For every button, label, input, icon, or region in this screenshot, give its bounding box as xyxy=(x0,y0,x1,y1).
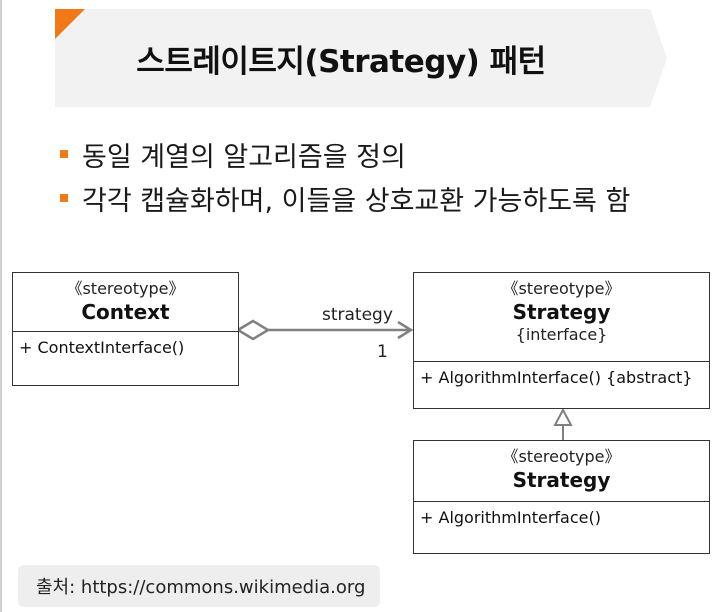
strategy-interface-tag: {interface} xyxy=(515,325,608,344)
strategy-concrete-name: Strategy xyxy=(512,468,611,492)
bullet-item: 각각 캡슐화하며, 이들을 상호교환 가능하도록 함 xyxy=(60,176,630,220)
bullet-text: 각각 캡슐화하며, 이들을 상호교환 가능하도록 함 xyxy=(82,185,631,217)
title-banner: 스트레이트지(Strategy) 패턴 xyxy=(55,9,667,107)
strategy-interface-stereotype: 《stereotype》 xyxy=(502,279,621,298)
context-class: 《stereotype》 Context + ContextInterface(… xyxy=(12,272,239,386)
bullet-item: 동일 계열의 알고리즘을 정의 xyxy=(60,132,630,176)
page-title: 스트레이트지(Strategy) 패턴 xyxy=(136,43,546,80)
association-multiplicity-label: 1 xyxy=(377,342,388,362)
strategy-concrete-stereotype: 《stereotype》 xyxy=(502,447,621,466)
bullet-list: 동일 계열의 알고리즘을 정의 각각 캡슐화하며, 이들을 상호교환 가능하도록… xyxy=(60,132,630,220)
context-name: Context xyxy=(81,300,170,324)
source-caption: 출처: https://commons.wikimedia.org xyxy=(18,565,380,607)
context-operation: + ContextInterface() xyxy=(19,338,185,357)
association-role-label: strategy xyxy=(322,305,393,325)
association-arrowhead-icon xyxy=(397,320,414,340)
strategy-concrete-class: 《stereotype》 Strategy + AlgorithmInterfa… xyxy=(413,440,710,554)
bullet-text: 동일 계열의 알고리즘을 정의 xyxy=(82,141,406,173)
bullet-square-icon xyxy=(60,150,68,158)
strategy-interface-operation: + AlgorithmInterface() {abstract} xyxy=(420,368,693,387)
strategy-interface-name: Strategy xyxy=(512,300,611,324)
generalization-triangle-icon xyxy=(553,407,573,426)
page-left-rule xyxy=(0,0,2,612)
context-stereotype: 《stereotype》 xyxy=(66,279,185,298)
banner-corner-accent xyxy=(55,9,85,39)
strategy-concrete-operation: + AlgorithmInterface() xyxy=(420,508,601,527)
banner-shape xyxy=(55,9,667,107)
strategy-interface-class: 《stereotype》 Strategy {interface} + Algo… xyxy=(413,272,710,409)
bullet-square-icon xyxy=(60,194,68,202)
aggregation-diamond-icon xyxy=(235,319,271,341)
